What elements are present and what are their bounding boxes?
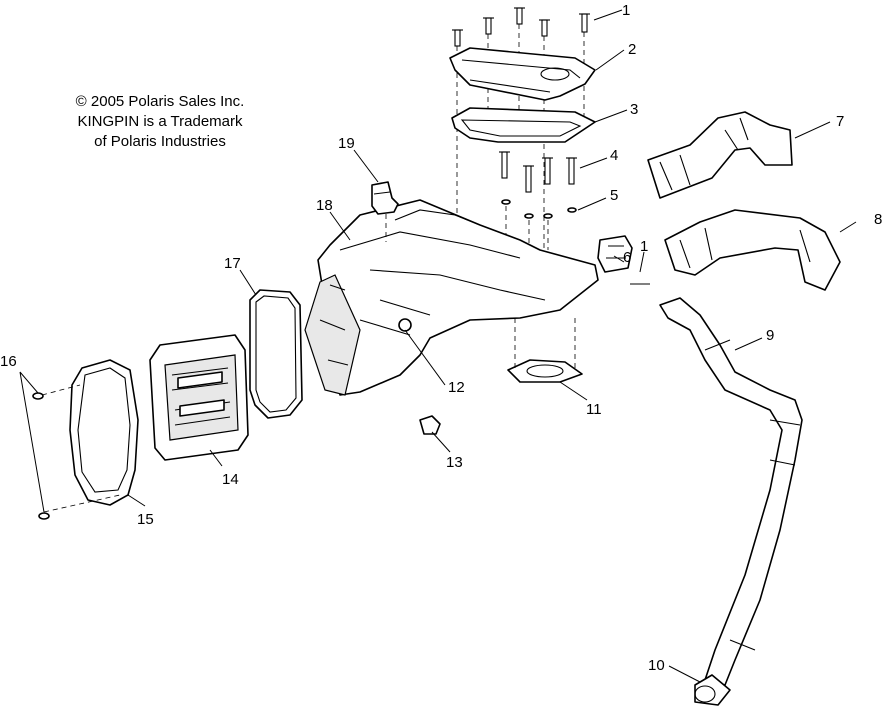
callout-3: 3: [630, 101, 638, 118]
part-filter-element: [149, 334, 249, 461]
callout-19: 19: [338, 135, 355, 152]
copyright-line-3: of Polaris Industries: [94, 133, 226, 150]
part-sensor: [597, 235, 650, 285]
part-intake-tube-lower: [664, 209, 841, 291]
part-bolts: [499, 151, 577, 193]
part-hose-fitting: [694, 674, 731, 706]
part-top-fitting: [371, 181, 399, 242]
callout-7: 7: [836, 113, 844, 130]
callout-8: 8: [874, 211, 882, 228]
callout-14: 14: [222, 471, 239, 488]
part-filter-cover: [41, 359, 139, 513]
part-washers: [501, 199, 577, 250]
callout-numbers: 1 2 3 4 5 6 1 7 8 9 10 11 12 13 14 15 16…: [0, 2, 882, 674]
callout-1b: 1: [640, 238, 648, 255]
callout-11: 11: [586, 401, 602, 418]
callout-18: 18: [316, 197, 333, 214]
part-outlet-flange: [507, 318, 583, 383]
part-airbox-housing: [304, 199, 599, 396]
callout-1a: 1: [622, 2, 630, 19]
callout-6: 6: [623, 249, 631, 266]
part-plug: [419, 415, 441, 435]
callout-12: 12: [448, 379, 465, 396]
part-intake-tube-upper: [647, 111, 793, 199]
callout-13: 13: [446, 454, 463, 471]
leader-lines: [19, 9, 857, 683]
part-clips: [32, 392, 50, 520]
part-gasket: [249, 289, 303, 419]
part-airbox-cover: [449, 47, 596, 101]
callout-15: 15: [137, 511, 154, 528]
copyright-line-1: © 2005 Polaris Sales Inc.: [75, 93, 245, 110]
callout-4: 4: [610, 147, 618, 164]
callout-10: 10: [648, 657, 665, 674]
callout-17: 17: [224, 255, 241, 272]
copyright-line-2: KINGPIN is a Trademark: [77, 113, 243, 130]
callout-2: 2: [628, 41, 636, 58]
part-drain-hose: [659, 297, 803, 686]
copyright-notice: © 2005 Polaris Sales Inc. KINGPIN is a T…: [60, 92, 260, 152]
callout-16: 16: [0, 353, 17, 370]
part-cover-seal: [451, 107, 596, 143]
callout-5: 5: [610, 187, 618, 204]
callout-9: 9: [766, 327, 774, 344]
